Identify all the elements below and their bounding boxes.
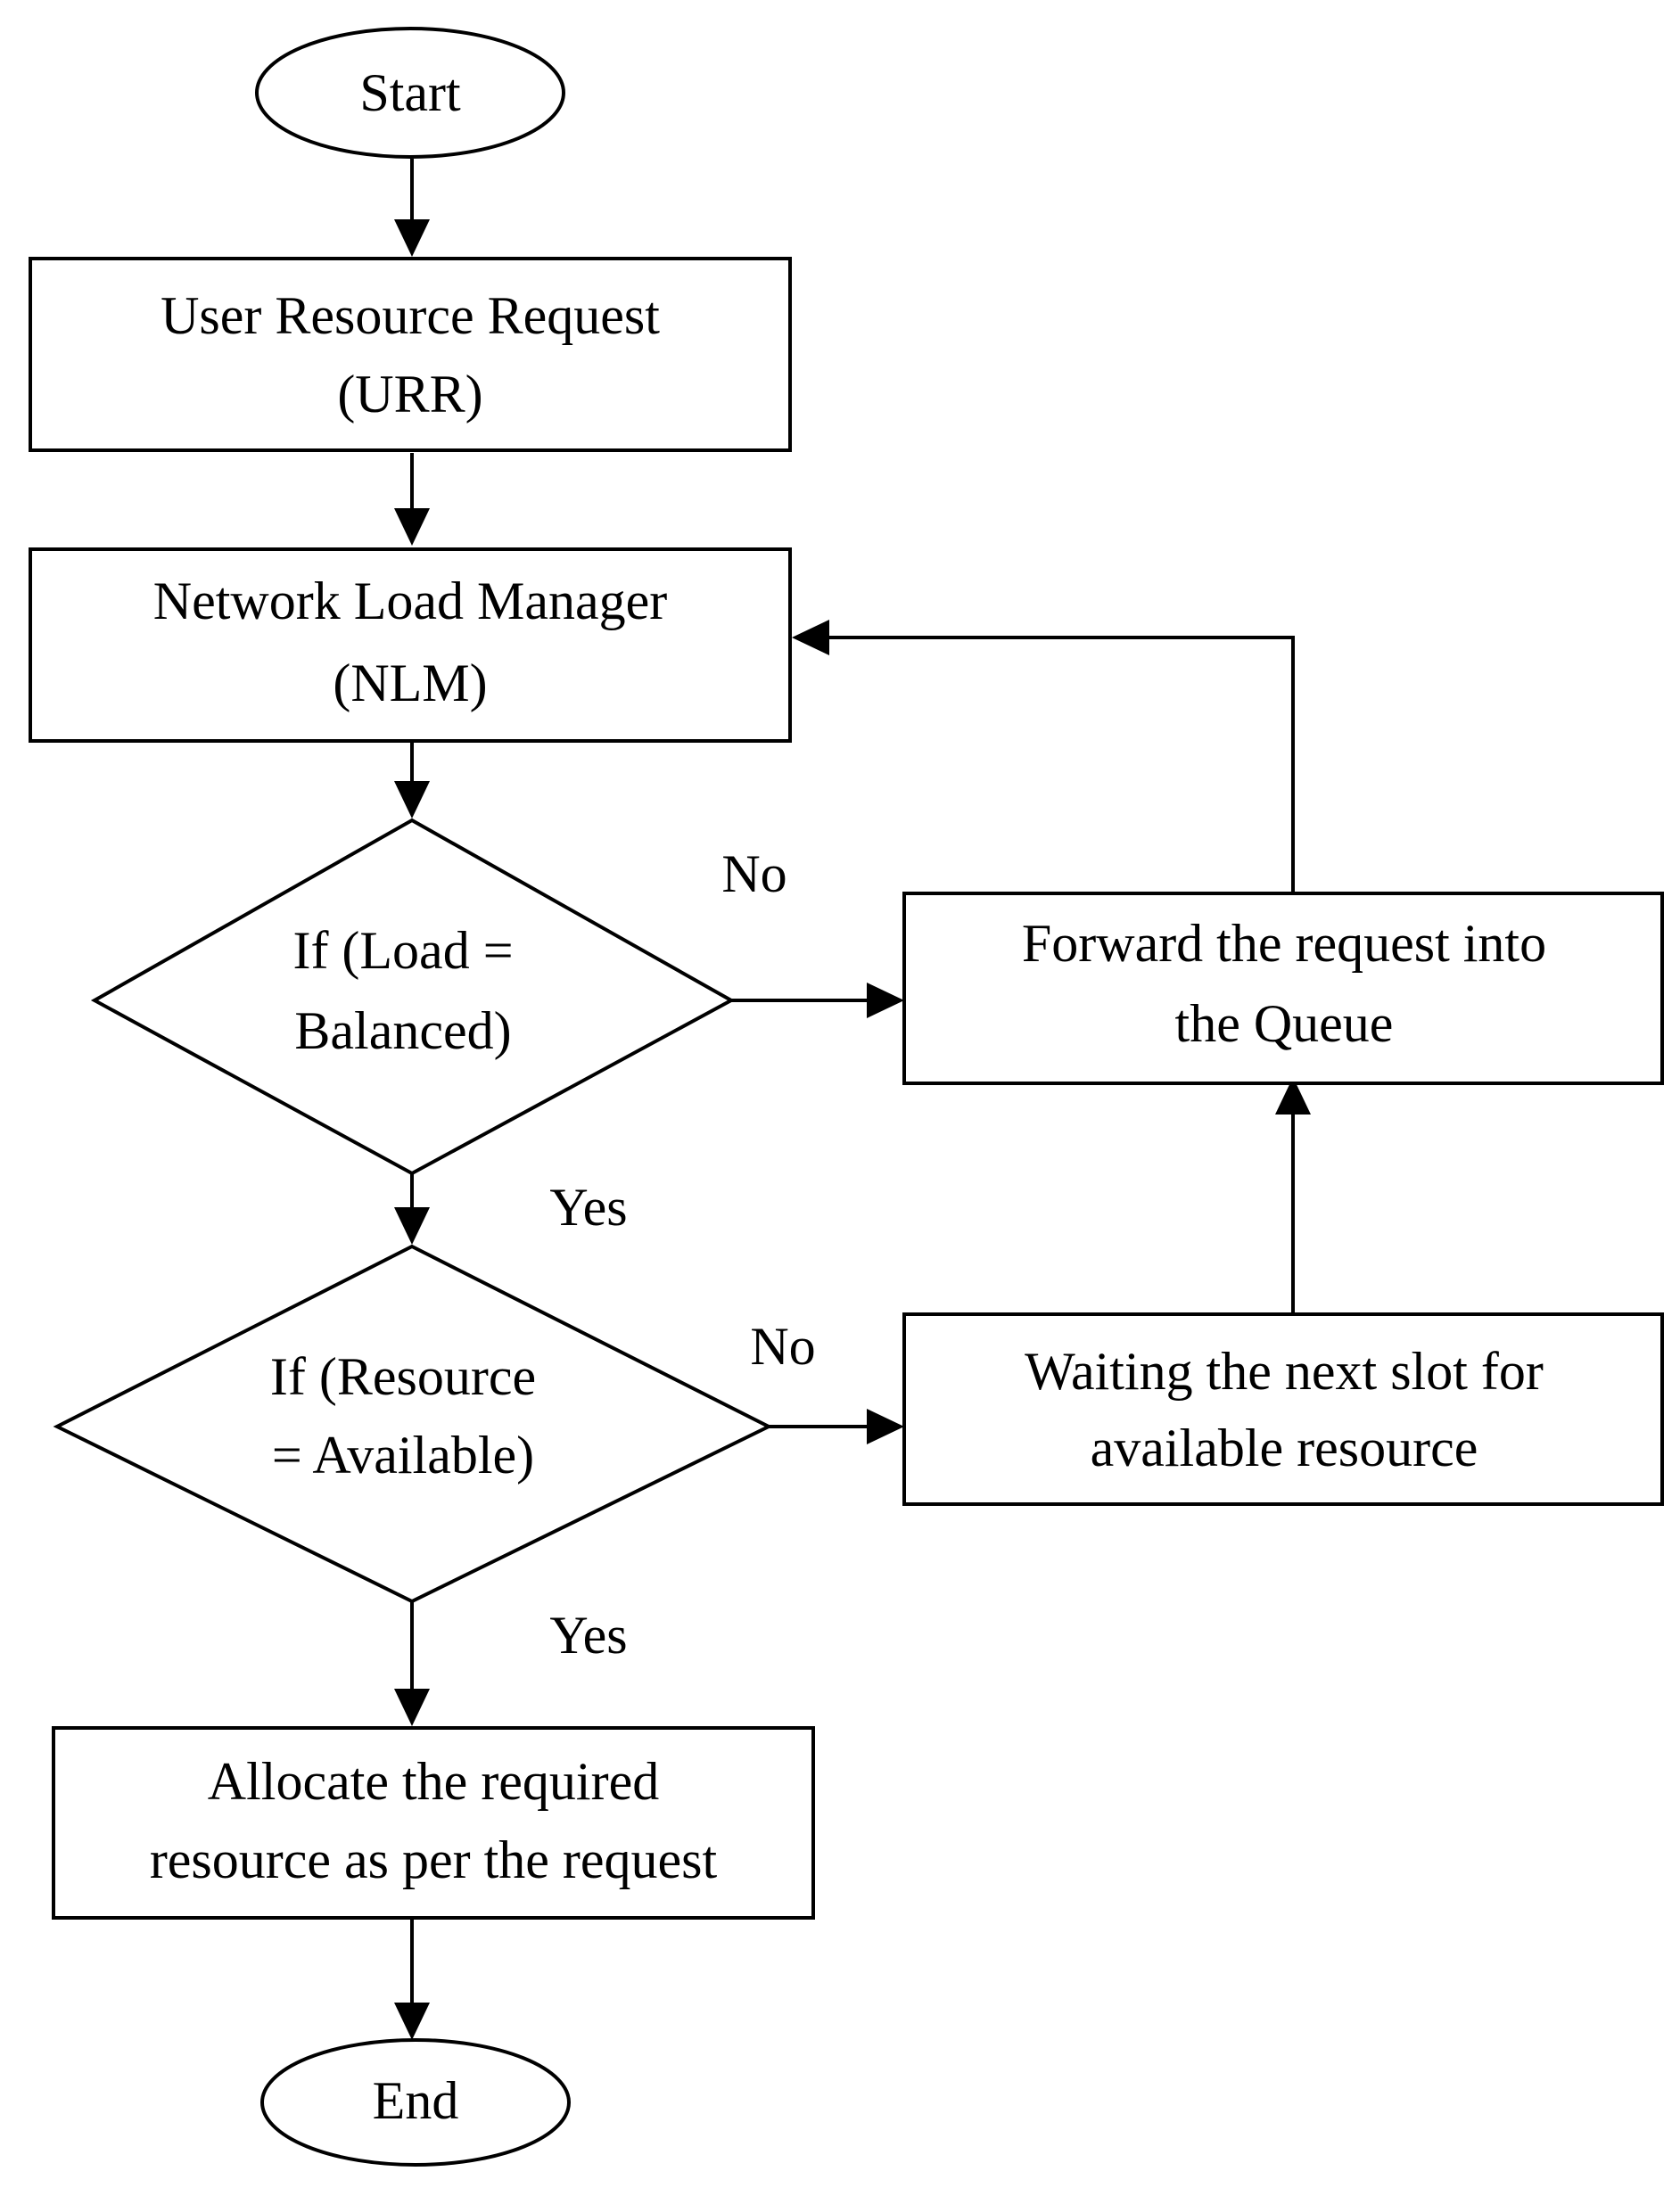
start-label: Start: [359, 63, 461, 122]
arrowhead-queue-from-wait: [1275, 1077, 1311, 1115]
urr-label-line2: (URR): [337, 365, 482, 424]
arrowhead-wait-from-resource: [867, 1409, 904, 1444]
arrowhead-resource-decision: [394, 1207, 430, 1245]
resource-decision-diamond: If (Resource = Available): [53, 1244, 773, 1604]
arrow-queue-to-nlm: [829, 636, 1295, 893]
arrowhead-end: [394, 2003, 430, 2040]
start-terminator: Start: [255, 27, 565, 159]
resource-no-label: No: [750, 1317, 815, 1376]
resource-decision-line2: = Available): [272, 1426, 534, 1485]
allocate-label-line2: resource as per the request: [150, 1830, 718, 1889]
allocate-label-line1: Allocate the required: [208, 1752, 659, 1811]
resource-decision-line1: If (Resource: [270, 1347, 536, 1406]
load-decision-diamond: If (Load = Balanced): [90, 818, 736, 1176]
arrowhead-allocate: [394, 1689, 430, 1726]
arrowhead-nlm-from-queue: [792, 620, 829, 655]
queue-label-line1: Forward the request into: [1022, 914, 1546, 973]
arrowhead-urr: [394, 219, 430, 257]
connectors: [394, 159, 1311, 2040]
nlm-label-line1: Network Load Manager: [153, 572, 667, 630]
nlm-label-line2: (NLM): [333, 654, 487, 712]
wait-process-box: Waiting the next slot for available reso…: [902, 1312, 1664, 1506]
load-no-label: No: [721, 844, 786, 903]
urr-process-box: User Resource Request (URR): [29, 257, 792, 452]
arrowhead-nlm: [394, 508, 430, 546]
queue-label-line2: the Queue: [1175, 994, 1394, 1053]
end-label: End: [373, 2071, 459, 2130]
wait-label-line2: available resource: [1091, 1419, 1478, 1477]
arrowhead-queue-from-load: [867, 983, 904, 1018]
urr-label-line1: User Resource Request: [161, 286, 660, 345]
nlm-process-box: Network Load Manager (NLM): [29, 547, 792, 743]
load-decision-line1: If (Load =: [292, 921, 513, 980]
load-decision-line2: Balanced): [294, 1001, 511, 1060]
wait-label-line1: Waiting the next slot for: [1025, 1342, 1544, 1401]
resource-yes-label: Yes: [549, 1606, 627, 1665]
queue-process-box: Forward the request into the Queue: [902, 892, 1664, 1085]
end-terminator: End: [260, 2038, 571, 2167]
load-yes-label: Yes: [549, 1178, 627, 1237]
allocate-process-box: Allocate the required resource as per th…: [52, 1726, 815, 1920]
arrowhead-load-decision: [394, 781, 430, 818]
